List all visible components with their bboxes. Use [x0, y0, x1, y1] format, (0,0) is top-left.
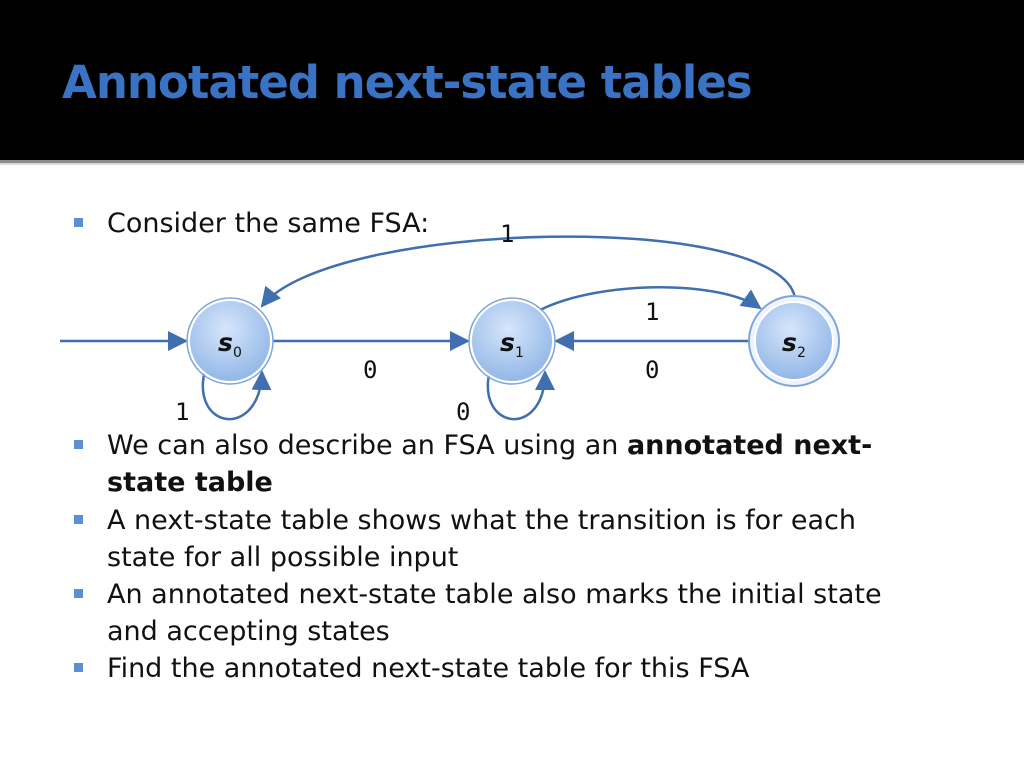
bullet-marker [74, 218, 83, 227]
bullet-text: Consider the same FSA: [107, 208, 430, 239]
bullet-item: An annotated next-state table also marks… [74, 576, 914, 650]
bullet-text: A next-state table shows what the transi… [107, 505, 856, 573]
label-s0-s1: 0 [363, 356, 377, 384]
label-s2-s1: 0 [645, 356, 659, 384]
edge-s2-s0 [260, 235, 797, 308]
label-loop-s1: 0 [456, 398, 470, 426]
bullet-item: We can also describe an FSA using an ann… [74, 427, 914, 501]
state-s1-subscript: 1 [515, 345, 524, 361]
state-s2-letter: s [782, 328, 797, 357]
bullet-marker [74, 589, 83, 598]
label-loop-s0: 1 [175, 398, 189, 426]
slide-title: Annotated next-state tables [62, 56, 753, 109]
bullet-text: We can also describe an FSA using an ann… [107, 427, 914, 501]
title-divider-light [0, 163, 1024, 165]
bullet-text-plain: We can also describe an FSA using an [107, 430, 627, 461]
state-s0: s 0 [186, 297, 274, 385]
title-bar: Annotated next-state tables [0, 0, 1024, 160]
state-s2-subscript: 2 [797, 345, 806, 361]
state-s1-letter: s [500, 328, 515, 357]
state-s2: s 2 [748, 295, 840, 387]
bullet-item: A next-state table shows what the transi… [74, 502, 914, 576]
loop-s1 [486, 369, 555, 421]
label-s2-s0: 1 [500, 220, 514, 248]
bullet-item: Find the annotated next-state table for … [74, 650, 914, 687]
state-s1: s 1 [468, 297, 556, 385]
bullet-marker [74, 515, 83, 524]
edge-s1-s2 [539, 286, 762, 312]
title-divider [0, 160, 1024, 163]
bullet-marker [74, 440, 83, 449]
bullet-text: An annotated next-state table also marks… [107, 579, 882, 647]
state-s0-subscript: 0 [233, 345, 242, 361]
label-s1-s2: 1 [645, 298, 659, 326]
bullet-text: Find the annotated next-state table for … [107, 653, 750, 684]
bullet-text-bold: annotated next-state table [107, 430, 873, 498]
loop-s0 [201, 369, 272, 421]
bullet-item: Consider the same FSA: [74, 205, 914, 242]
bullet-marker [74, 663, 83, 672]
state-s0-letter: s [218, 328, 233, 357]
